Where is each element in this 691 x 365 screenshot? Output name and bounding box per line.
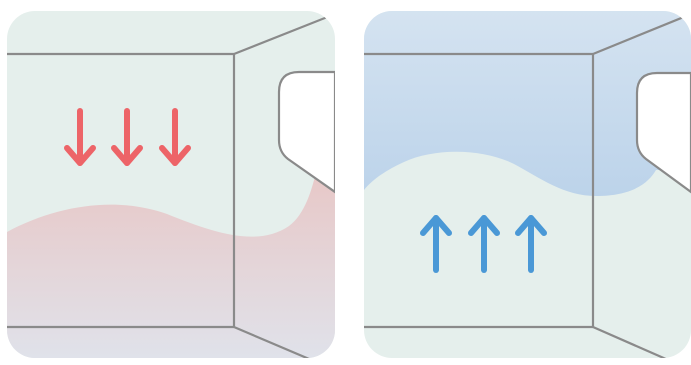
room-panel-warm-air-down [7,0,335,358]
room-panel-cool-air-up [364,0,691,358]
